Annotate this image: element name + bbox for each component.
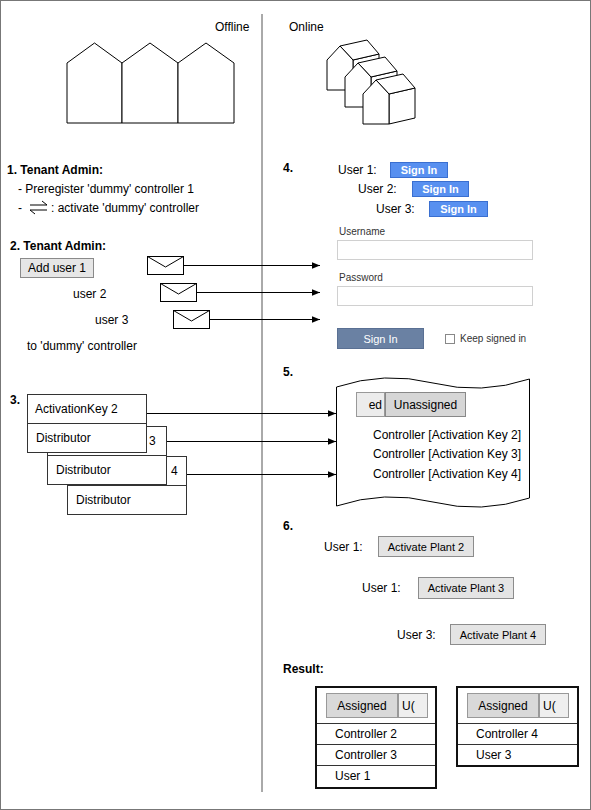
text-field: Password bbox=[337, 286, 533, 306]
controller-list-page: ed UnassignedController [Activation Key 2… bbox=[336, 375, 530, 510]
paper-shape bbox=[337, 378, 530, 507]
flow-arrow bbox=[167, 441, 336, 442]
tab: U( bbox=[539, 693, 569, 718]
house-outline bbox=[122, 43, 178, 123]
button-label: Sign In bbox=[363, 333, 397, 345]
annotation-text: user 2 bbox=[73, 286, 106, 302]
envelope-icon bbox=[148, 257, 184, 275]
invitation-arrow bbox=[197, 292, 320, 293]
table-row: User 1 bbox=[317, 765, 435, 786]
flow-arrow bbox=[187, 474, 336, 475]
button-label: Sign In bbox=[440, 203, 477, 215]
button-label: Sign In bbox=[401, 164, 438, 176]
submit-button: Sign In bbox=[337, 328, 424, 349]
annotation-text: user 3 bbox=[95, 312, 128, 328]
house-gable bbox=[363, 80, 389, 124]
table-row: Controller 2 bbox=[317, 723, 435, 744]
envelope-icon bbox=[161, 284, 197, 302]
annotation-text: User 2: bbox=[358, 181, 397, 197]
annotation-text: User 1: bbox=[324, 539, 363, 555]
invitation-arrow bbox=[210, 319, 320, 320]
annotation-text: - bbox=[18, 200, 22, 216]
step-heading: Result: bbox=[283, 661, 324, 677]
card-text: Distributor bbox=[28, 423, 146, 452]
tab-label: ed bbox=[369, 398, 382, 412]
annotation-text: - Preregister 'dummy' controller 1 bbox=[18, 181, 194, 197]
tab-label: Assigned bbox=[478, 699, 527, 713]
invitation-arrows bbox=[184, 266, 320, 320]
annotation-text: User 1: bbox=[338, 162, 377, 178]
sign-in-button: Sign In bbox=[390, 162, 448, 178]
tab: Unassigned bbox=[385, 392, 466, 417]
step-heading: 1. Tenant Admin: bbox=[7, 162, 103, 178]
button-label: Add user 1 bbox=[28, 261, 86, 275]
envelope-flap bbox=[174, 311, 210, 322]
button-label: Sign In bbox=[422, 183, 459, 195]
online-houses bbox=[327, 40, 415, 124]
step-heading: 4. bbox=[283, 160, 293, 176]
house-outline bbox=[67, 43, 122, 123]
field-label: Password bbox=[339, 272, 383, 284]
list-row: Controller [Activation Key 2] bbox=[373, 427, 521, 443]
action-button: Activate Plant 3 bbox=[418, 577, 514, 599]
annotation-text: Online bbox=[289, 19, 324, 35]
envelope-icon bbox=[174, 311, 210, 329]
tab: Assigned bbox=[467, 693, 539, 718]
button-label: Activate Plant 2 bbox=[388, 541, 464, 553]
step-heading: 6. bbox=[283, 518, 293, 534]
table-row: Controller 3 bbox=[317, 744, 435, 765]
table-row: Controller 4 bbox=[458, 723, 577, 744]
annotation-text: User 3: bbox=[376, 201, 415, 217]
offline-houses bbox=[67, 43, 234, 123]
checkbox bbox=[446, 335, 455, 344]
step-heading: 5. bbox=[283, 364, 293, 380]
field-label: Username bbox=[339, 226, 385, 238]
list-row: Controller [Activation Key 4] bbox=[373, 466, 521, 482]
list-row: Controller [Activation Key 3] bbox=[373, 446, 521, 462]
table-row: User 3 bbox=[458, 744, 577, 765]
annotation-text: User 1: bbox=[362, 580, 401, 596]
divider-line bbox=[262, 14, 263, 792]
text-field: Username bbox=[337, 240, 533, 260]
exchange-arrow bbox=[30, 210, 47, 214]
exchange-symbol bbox=[30, 201, 47, 214]
result-panel: Assigned U( Controller 2Controller 3User 1 bbox=[315, 686, 437, 789]
annotation-text: Offline bbox=[215, 19, 249, 35]
tab-label: Assigned bbox=[337, 699, 386, 713]
house-outline bbox=[178, 43, 234, 123]
envelope-flap bbox=[148, 257, 184, 268]
card-text: ActivationKey 2 bbox=[28, 395, 146, 423]
annotation-text: Keep signed in bbox=[460, 331, 526, 347]
annotation-text: : activate 'dummy' controller bbox=[51, 200, 199, 216]
exchange-arrow bbox=[30, 201, 47, 205]
annotation-text: User 3: bbox=[397, 627, 436, 643]
tab-label: U( bbox=[543, 699, 556, 713]
tab-label: Unassigned bbox=[394, 398, 457, 412]
card-text: Distributor bbox=[48, 455, 166, 484]
step-heading: 2. Tenant Admin: bbox=[10, 238, 106, 254]
sign-in-button: Sign In bbox=[429, 201, 488, 217]
step-heading: 3. bbox=[10, 392, 20, 408]
card-text: Distributor bbox=[68, 485, 186, 514]
button-label: Activate Plant 3 bbox=[428, 582, 504, 594]
annotation-text: to 'dummy' controller bbox=[27, 338, 137, 354]
action-button: Activate Plant 4 bbox=[450, 624, 546, 645]
action-button: Add user 1 bbox=[20, 258, 94, 278]
envelope-flap bbox=[161, 284, 197, 295]
action-button: Activate Plant 2 bbox=[378, 536, 474, 557]
invitation-arrow bbox=[184, 265, 320, 266]
activation-card: ActivationKey 2Distributor bbox=[27, 394, 147, 453]
sign-in-button: Sign In bbox=[412, 181, 469, 197]
button-label: Activate Plant 4 bbox=[460, 629, 536, 641]
tab: U( bbox=[398, 693, 428, 718]
tab: ed bbox=[356, 392, 385, 417]
tab: Assigned bbox=[326, 693, 398, 718]
flow-arrow bbox=[147, 413, 336, 414]
tab-label: U( bbox=[402, 699, 415, 713]
result-panel: Assigned U( Controller 4User 3 bbox=[456, 686, 579, 767]
